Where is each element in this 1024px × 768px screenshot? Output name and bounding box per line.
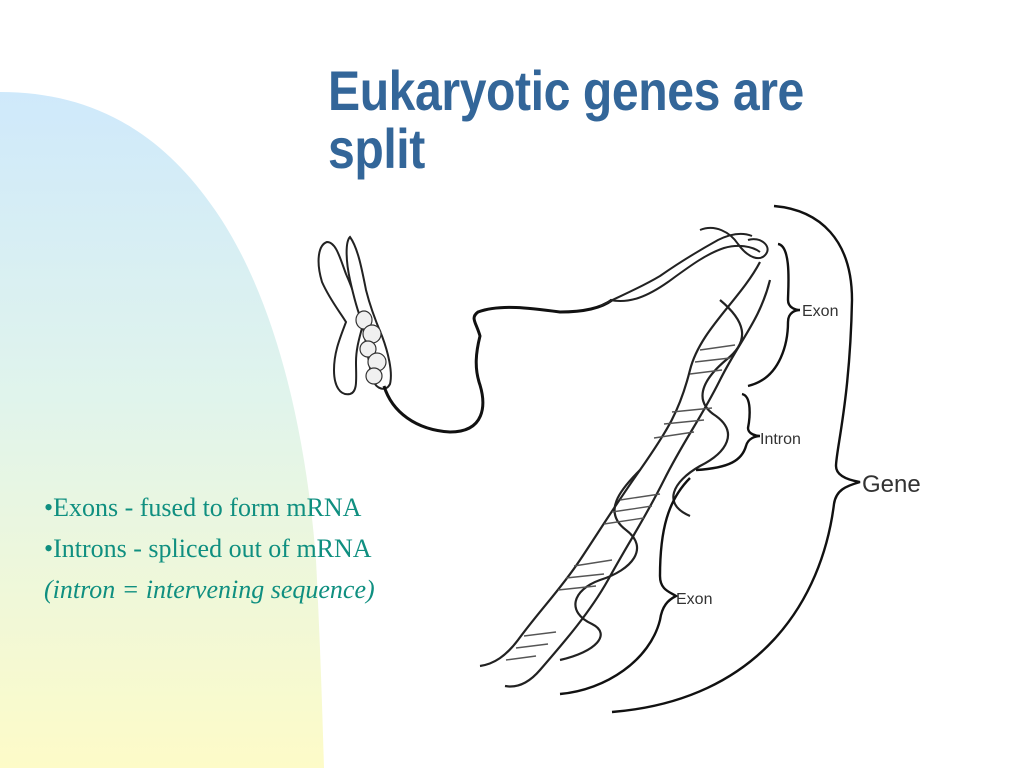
intron-definition-note: (intron = intervening sequence) <box>44 575 375 604</box>
label-exon-lower: Exon <box>676 591 712 608</box>
dna-fiber <box>382 298 613 434</box>
bullet-list: •Exons - fused to form mRNA •Introns - s… <box>44 487 504 610</box>
label-gene: Gene <box>862 471 921 498</box>
slide-title: Eukaryotic genes are split <box>328 62 861 178</box>
dna-helix-main <box>479 261 772 688</box>
chromosome-gene-region <box>355 310 387 385</box>
exon-lower-brace <box>559 477 691 696</box>
dna-helix-upper <box>599 226 769 307</box>
bullet-introns: •Introns - spliced out of mRNA <box>44 534 372 563</box>
braces <box>559 204 861 714</box>
title-line-2: split <box>328 117 425 180</box>
title-line-1: Eukaryotic genes are <box>328 59 804 122</box>
exon-upper-brace <box>747 242 801 388</box>
intron-brace <box>695 392 761 472</box>
label-intron: Intron <box>760 431 801 448</box>
label-exon-upper: Exon <box>802 303 838 320</box>
bullet-exons: •Exons - fused to form mRNA <box>44 493 362 522</box>
gene-brace <box>611 204 861 714</box>
dna-base-pairs <box>505 344 736 661</box>
